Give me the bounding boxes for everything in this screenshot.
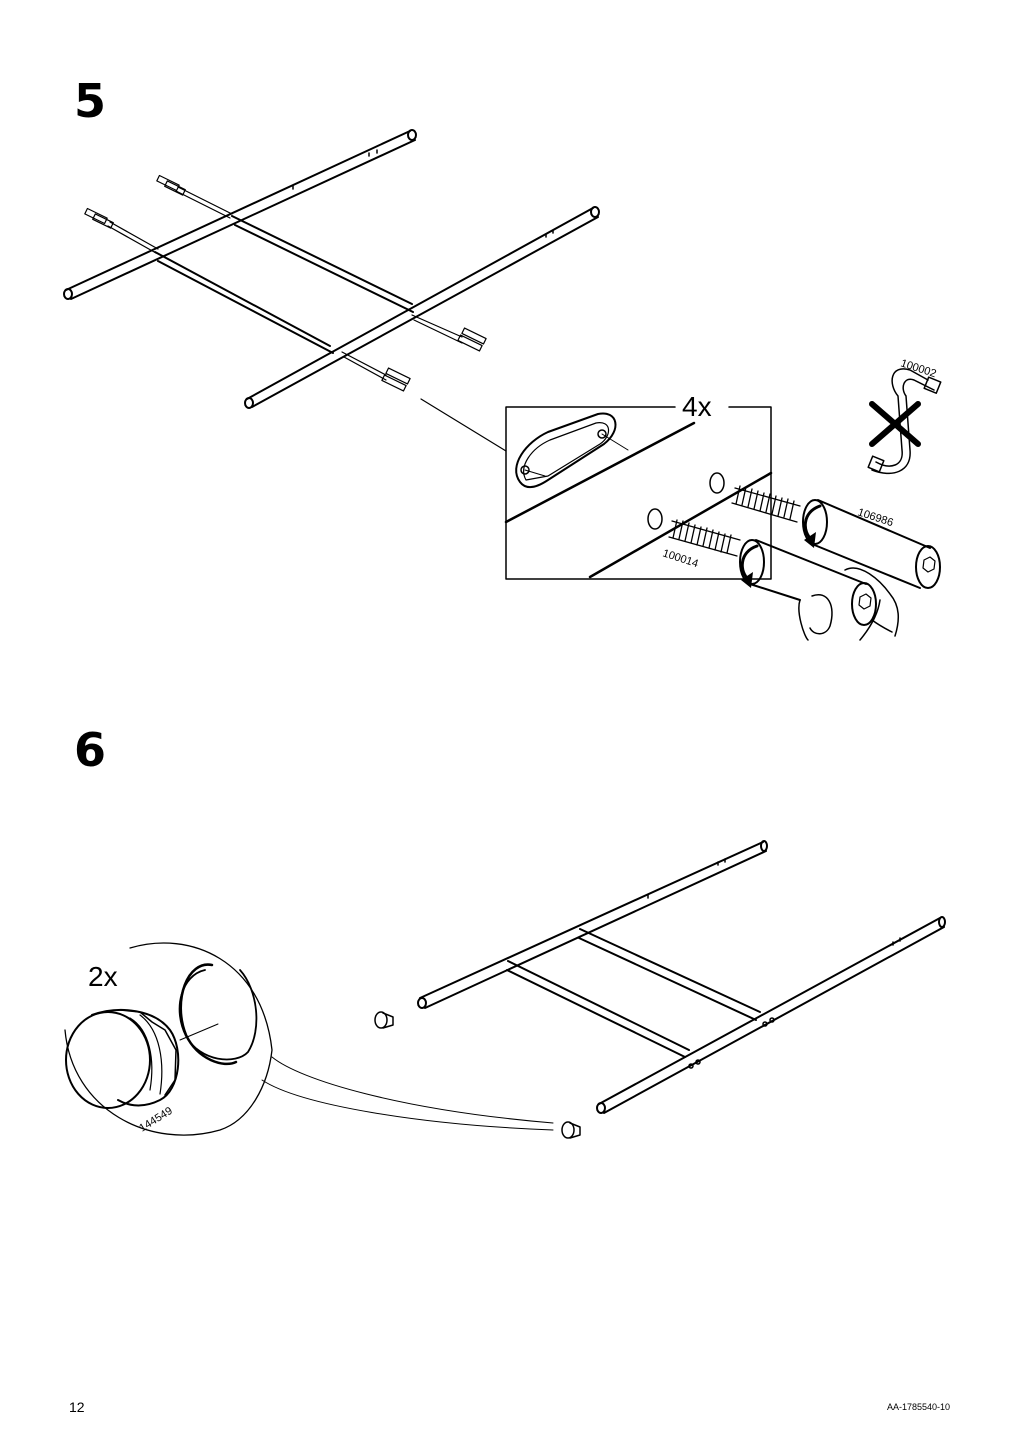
document-id: AA-1785540-10 xyxy=(886,1402,950,1412)
step6-detail-circle xyxy=(64,942,554,1136)
allen-key-part-number: 100002 xyxy=(899,357,938,380)
step6-frame xyxy=(374,840,946,1139)
hand-icon xyxy=(798,567,900,641)
page-number: 12 xyxy=(69,1399,85,1415)
step5-quantity-callout: 4x xyxy=(682,391,712,422)
step6-quantity-callout: 2x xyxy=(88,961,118,992)
bolt-tool-part-number: 106986 xyxy=(856,506,895,529)
step-6-number: 6 xyxy=(74,723,107,777)
step-5-number: 5 xyxy=(74,74,107,128)
bolt-part-number: 100014 xyxy=(661,547,700,570)
end-cap-part-number: 144549 xyxy=(137,1105,174,1135)
prohibited-allen-key-icon xyxy=(867,368,942,475)
step5-frame xyxy=(63,129,600,452)
step5-detail-box xyxy=(504,406,941,641)
